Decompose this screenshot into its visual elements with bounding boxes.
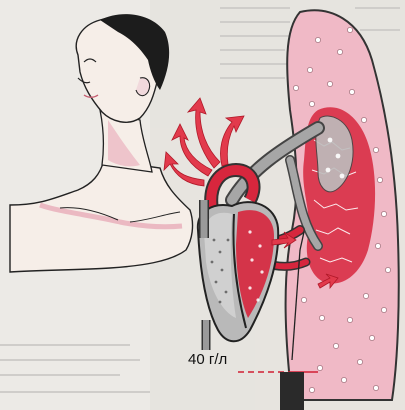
scale-block-icon [280, 372, 304, 410]
concentration-label: 40 г/л [188, 351, 227, 368]
